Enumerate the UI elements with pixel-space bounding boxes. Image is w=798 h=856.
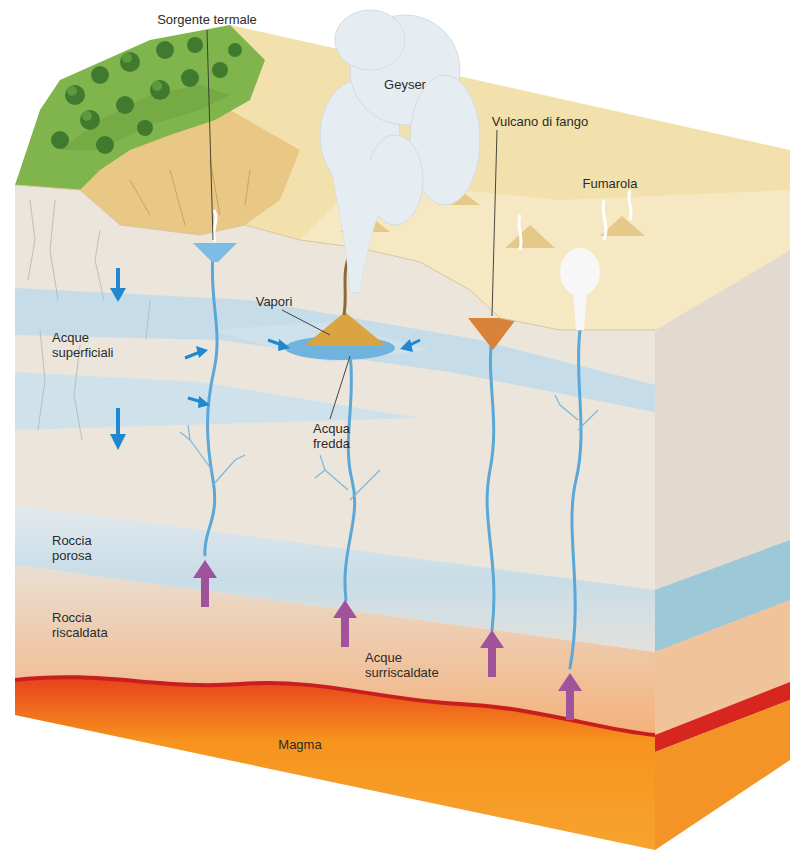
part-label: Acque surriscaldate (365, 650, 465, 680)
part-label: Fumarola (565, 176, 655, 191)
part-label: Magma (265, 737, 335, 752)
part-label: Roccia riscaldata (52, 610, 136, 640)
part-label: Geyser (370, 77, 440, 92)
part-label: Vapori (246, 294, 302, 309)
part-label: Vulcano di fango (470, 114, 610, 129)
part-label: Acqua fredda (313, 421, 365, 451)
part-label: Acque superficiali (52, 330, 134, 360)
part-label: Roccia porosa (52, 533, 114, 563)
part-label: Sorgente termale (147, 12, 267, 27)
